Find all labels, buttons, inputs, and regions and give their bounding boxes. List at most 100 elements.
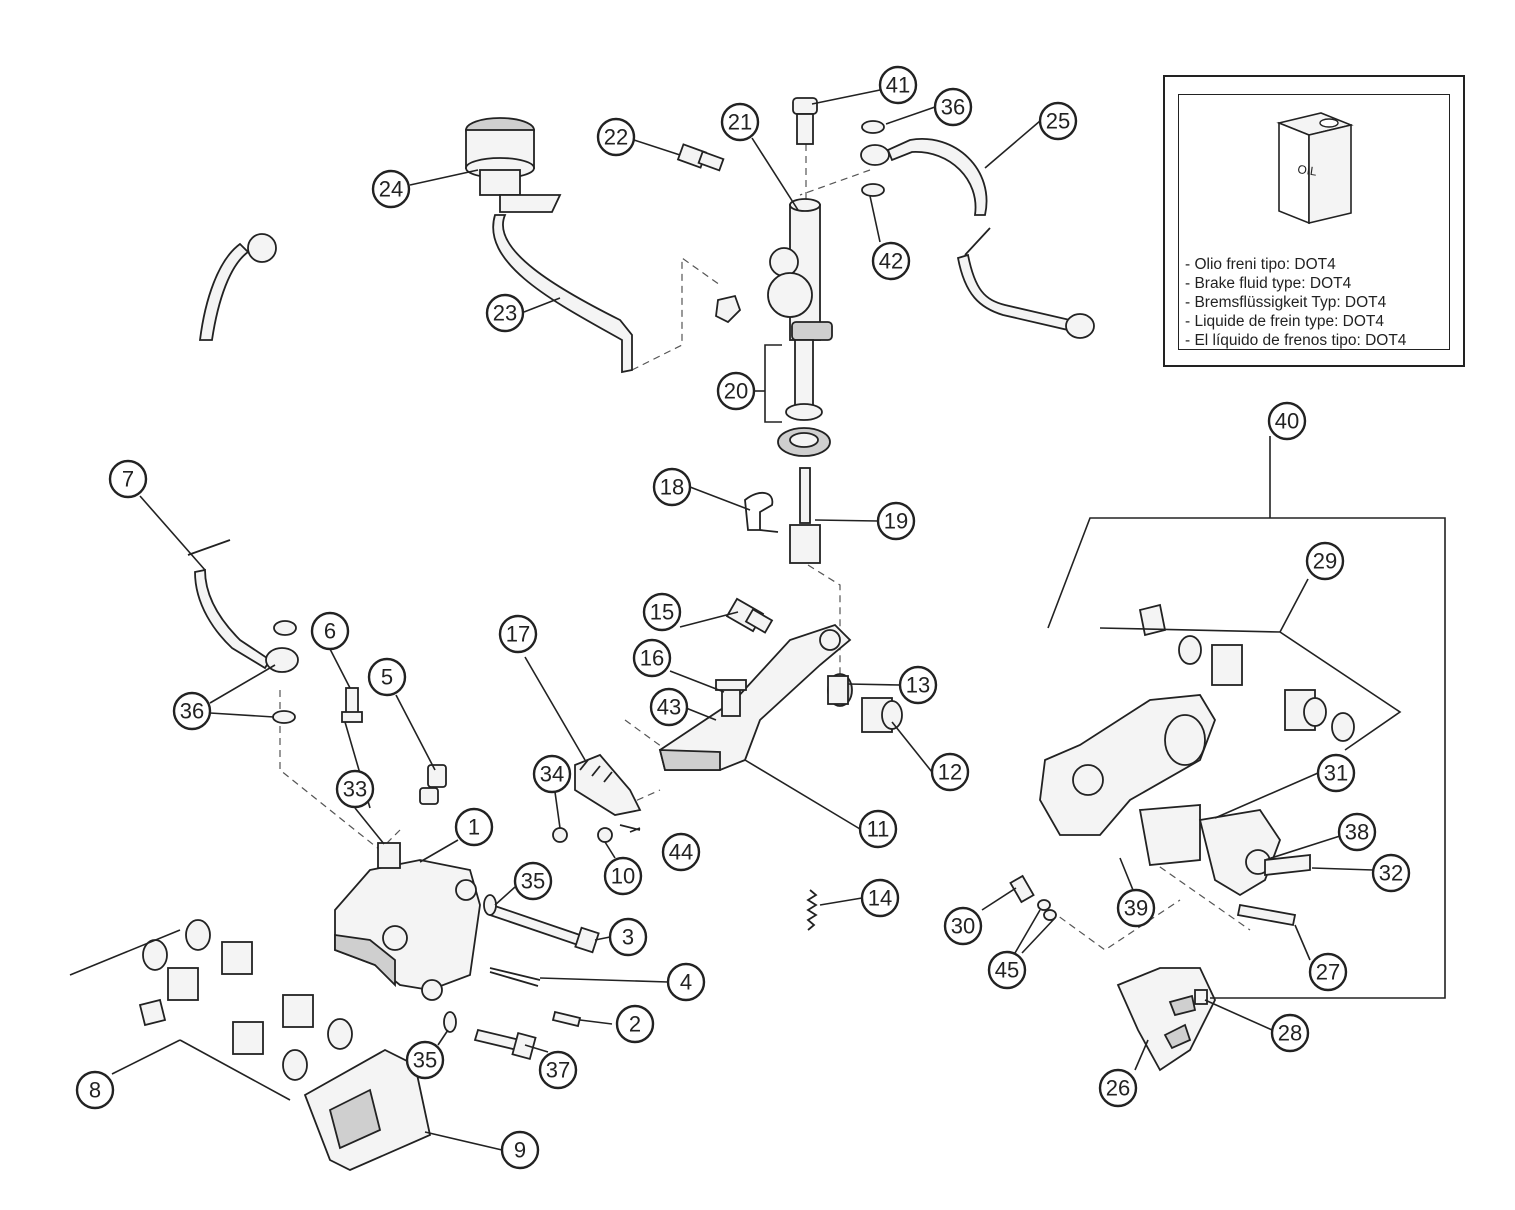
- callout-label: 15: [650, 600, 674, 625]
- callout-11: 11: [858, 809, 898, 849]
- part-26-disc-guard: [1116, 967, 1216, 1072]
- legend-line-spanish: - El líquido de frenos tipo: DOT4: [1185, 332, 1407, 349]
- part-29-piston-kit-right: [1138, 603, 1355, 742]
- callout-label: 40: [1275, 409, 1299, 434]
- callout-22: 22: [596, 117, 636, 157]
- part-21-master-cylinder: [715, 198, 833, 341]
- callout-41: 41: [878, 65, 918, 105]
- callout-label: 2: [629, 1012, 641, 1037]
- oil-label: OIL: [1297, 162, 1318, 179]
- callout-label: 32: [1379, 861, 1403, 886]
- part-36-washers-left: [272, 620, 297, 724]
- callout-33: 33: [335, 769, 375, 809]
- callout-label: 7: [122, 467, 134, 492]
- part-11-brake-lever: [658, 623, 852, 771]
- part-18-clip: [744, 491, 779, 533]
- callout-label: 11: [867, 817, 890, 842]
- callout-26: 26: [1098, 1068, 1138, 1108]
- callout-35a: 35: [513, 861, 553, 901]
- callout-label: 44: [669, 840, 693, 865]
- callout-29: 29: [1305, 541, 1345, 581]
- legend-line-english: - Brake fluid type: DOT4: [1185, 275, 1352, 292]
- callout-label: 13: [906, 673, 930, 698]
- part-30-bleeder: [1009, 874, 1035, 904]
- callout-label: 8: [89, 1078, 101, 1103]
- callout-28: 28: [1270, 1013, 1310, 1053]
- callout-17: 17: [498, 614, 538, 654]
- callout-label: 36: [180, 699, 204, 724]
- part-4-pin: [489, 967, 541, 987]
- part-40-caliper-assembly: [1039, 694, 1311, 927]
- callout-30: 30: [943, 906, 983, 946]
- callout-label: 33: [343, 777, 367, 802]
- callout-43: 43: [649, 687, 689, 727]
- callout-12: 12: [930, 752, 970, 792]
- part-8-piston-kit-left: [138, 919, 353, 1081]
- callout-31: 31: [1316, 753, 1356, 793]
- callout-label: 12: [938, 760, 962, 785]
- part-2-screw: [551, 1010, 582, 1028]
- callout-label: 24: [379, 177, 403, 202]
- callout-label: 29: [1313, 549, 1337, 574]
- callout-6: 6: [310, 611, 350, 651]
- part-45-washers: [1037, 899, 1057, 921]
- callout-5: 5: [367, 657, 407, 697]
- callout-34: 34: [532, 754, 572, 794]
- callout-40: 40: [1267, 401, 1307, 441]
- callout-label: 45: [995, 958, 1019, 983]
- part-15-bolt: [725, 597, 774, 634]
- part-28-screw: [1194, 989, 1208, 1005]
- part-37-pin: [473, 1028, 537, 1061]
- legend-line-french: - Liquide de frein type: DOT4: [1185, 313, 1385, 330]
- callout-36b: 36: [172, 691, 212, 731]
- callout-39: 39: [1116, 888, 1156, 928]
- callout-label: 10: [611, 864, 635, 889]
- callout-13: 13: [898, 665, 938, 705]
- callout-label: 35: [521, 869, 545, 894]
- part-41-banjo-bolt: [792, 97, 818, 145]
- callout-label: 25: [1046, 109, 1070, 134]
- callout-8: 8: [75, 1070, 115, 1110]
- callout-label: 20: [724, 379, 748, 404]
- callout-label: 23: [493, 301, 517, 326]
- callout-14: 14: [860, 878, 900, 918]
- leader-lines: [69, 89, 1446, 1151]
- callout-16: 16: [632, 638, 672, 678]
- callout-label: 14: [868, 886, 892, 911]
- brake-fluid-spec-list: - Olio freni tipo: DOT4 - Brake fluid ty…: [1185, 255, 1406, 350]
- callout-23: 23: [485, 293, 525, 333]
- callout-label: 36: [941, 95, 965, 120]
- brake-fluid-legend: OIL - Olio freni tipo: DOT4 - Brake flui…: [1163, 75, 1465, 367]
- callout-label: 38: [1345, 820, 1369, 845]
- part-1-caliper: [334, 842, 481, 1001]
- part-34-spring: [552, 827, 568, 843]
- callout-7: 7: [108, 459, 148, 499]
- callout-label: 1: [468, 815, 480, 840]
- callout-21: 21: [720, 102, 760, 142]
- callout-label: 17: [506, 622, 530, 647]
- callout-label: 42: [879, 249, 903, 274]
- part-13-bushing: [827, 673, 853, 707]
- callout-4: 4: [666, 962, 706, 1002]
- callout-label: 22: [604, 125, 628, 150]
- part-7-brake-line-rear: [187, 233, 299, 673]
- callout-10: 10: [603, 856, 643, 896]
- part-10-washer: [597, 827, 613, 843]
- callout-38: 38: [1337, 812, 1377, 852]
- callout-32: 32: [1371, 853, 1411, 893]
- callout-18: 18: [652, 467, 692, 507]
- callout-19: 19: [876, 501, 916, 541]
- callout-15: 15: [642, 592, 682, 632]
- callout-2: 2: [615, 1004, 655, 1044]
- callout-24: 24: [371, 169, 411, 209]
- callout-25: 25: [1038, 101, 1078, 141]
- callout-label: 3: [622, 925, 634, 950]
- part-36-washers-top: [861, 120, 885, 197]
- callout-1: 1: [454, 807, 494, 847]
- callout-label: 5: [381, 665, 393, 690]
- part-5-sensor: [419, 764, 447, 805]
- part-9-brake-pads: [303, 1048, 432, 1171]
- part-23-hose: [492, 214, 633, 374]
- part-20-piston: [777, 339, 831, 457]
